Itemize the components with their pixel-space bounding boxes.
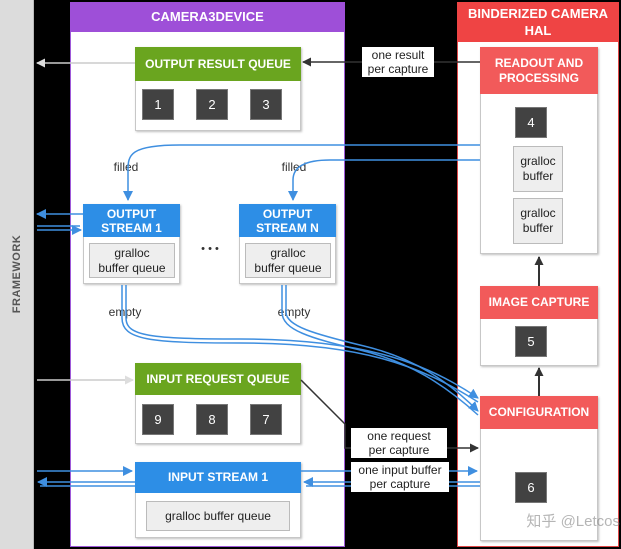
output-stream-n-title-line2: STREAM N [256, 221, 319, 235]
output-stream-n-buffer: gralloc buffer queue [245, 243, 331, 278]
output-stream-1-buffer: gralloc buffer queue [89, 243, 175, 278]
output-stream-n-title-line1: OUTPUT [262, 207, 313, 221]
output-stream-1-title-line1: OUTPUT [106, 207, 157, 221]
one-result-line2: per capture [367, 62, 429, 76]
one-input-label: one input buffer per capture [351, 462, 449, 492]
readout-title-line2: PROCESSING [498, 71, 579, 85]
readout-buffer1-line2: buffer [522, 169, 554, 183]
result-item-2: 2 [196, 89, 228, 120]
result-item-1: 1 [142, 89, 174, 120]
curve-empty-stream-1-a [121, 285, 479, 403]
one-result-label: one result per capture [362, 47, 434, 77]
input-stream-1-buffer: gralloc buffer queue [146, 501, 290, 531]
output-result-queue-title: OUTPUT RESULT QUEUE [135, 47, 301, 81]
configuration-item-6: 6 [515, 472, 547, 503]
one-request-label: one request per capture [351, 428, 447, 458]
output-stream-n-filled-label: filled [281, 160, 307, 174]
input-stream-1-title: INPUT STREAM 1 [135, 462, 301, 493]
readout-gralloc-buffer-2: gralloc buffer [513, 198, 563, 244]
hal-title-line1: BINDERIZED CAMERA [467, 6, 609, 21]
output-stream-n-buffer-line1: gralloc [270, 246, 306, 260]
output-stream-1-empty-label: empty [108, 305, 142, 319]
image-capture-item-5: 5 [515, 326, 547, 357]
curve-empty-stream-1-b [125, 285, 479, 399]
curve-filled-stream-1 [123, 144, 480, 201]
readout-title-line1: READOUT AND [494, 56, 584, 70]
hal-title: BINDERIZED CAMERA HAL [457, 2, 619, 42]
watermark: 知乎 @Letcos [526, 513, 620, 530]
readout-item-4: 4 [515, 107, 547, 138]
output-stream-n-title: OUTPUT STREAM N [239, 204, 336, 237]
result-item-3: 3 [250, 89, 282, 120]
output-stream-1-buffer-line2: buffer queue [98, 261, 166, 275]
curve-filled-stream-n [288, 159, 480, 201]
output-stream-1-title: OUTPUT STREAM 1 [83, 204, 180, 237]
one-request-line1: one request [367, 429, 431, 443]
output-stream-1-title-line2: STREAM 1 [101, 221, 162, 235]
request-item-8: 8 [196, 404, 228, 435]
curve-empty-stream-n-b [285, 285, 479, 412]
one-request-line2: per capture [368, 443, 430, 457]
readout-buffer2-line1: gralloc [520, 206, 556, 220]
output-stream-n-buffer-line2: buffer queue [254, 261, 322, 275]
readout-buffer1-line1: gralloc [520, 154, 556, 168]
camera3device-title: CAMERA3DEVICE [70, 2, 345, 32]
input-request-queue-title: INPUT REQUEST QUEUE [135, 363, 301, 395]
curve-empty-stream-n-a [281, 285, 479, 416]
one-result-line1: one result [371, 48, 425, 62]
one-input-line1: one input buffer [358, 463, 442, 477]
hal-title-line2: HAL [524, 23, 552, 38]
readout-gralloc-buffer-1: gralloc buffer [513, 146, 563, 192]
one-input-line2: per capture [369, 477, 431, 491]
ellipsis: • • • [201, 243, 219, 255]
output-stream-1-filled-label: filled [113, 160, 139, 174]
configuration-title: CONFIGURATION [480, 396, 598, 429]
image-capture-title: IMAGE CAPTURE [480, 286, 598, 319]
readout-buffer2-line2: buffer [522, 221, 554, 235]
framework-bar [0, 0, 34, 549]
output-stream-1-buffer-line1: gralloc [114, 246, 150, 260]
request-item-9: 9 [142, 404, 174, 435]
readout-processing-title: READOUT AND PROCESSING [480, 47, 598, 94]
request-item-7: 7 [250, 404, 282, 435]
